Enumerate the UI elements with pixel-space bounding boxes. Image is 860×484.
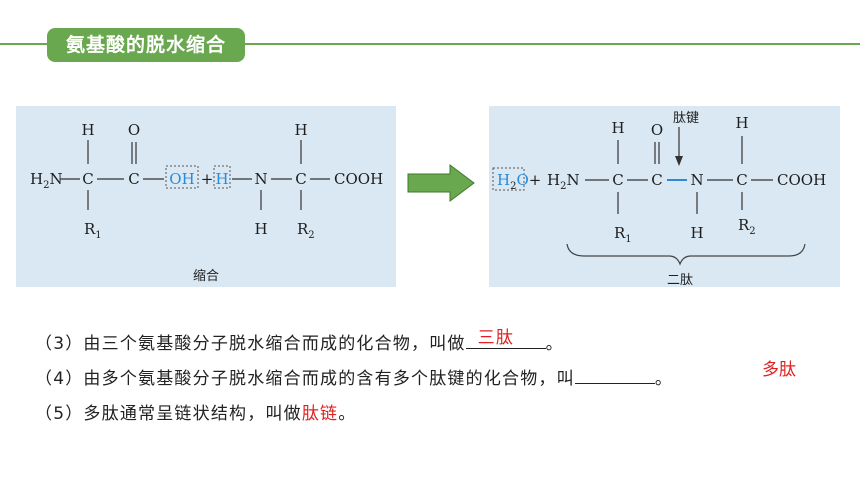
atom-n: N: [690, 171, 703, 189]
water-molecule: H2O: [497, 171, 529, 192]
statement-4: （4）由多个氨基酸分子脱水缩合而成的含有多个肽键的化合物，叫。: [35, 369, 674, 389]
statement-5-text: （5）多肽通常呈链状结构，叫做: [35, 404, 302, 424]
carboxyl-group: COOH: [334, 170, 383, 188]
atom-h-bottom: H: [254, 220, 267, 238]
atom-c1: C: [82, 170, 93, 188]
answer-3: 三肽: [477, 328, 515, 348]
statement-5: （5）多肽通常呈链状结构，叫做肽链。: [35, 404, 357, 424]
atom-c3: C: [736, 171, 747, 189]
reactants-diagram: H O H H2N C C OH + H N C COOH R1: [30, 121, 383, 284]
atom-h-top1: H: [81, 121, 94, 139]
panel-caption-condensation: 缩合: [193, 268, 219, 284]
statement-4-text: （4）由多个氨基酸分子脱水缩合而成的含有多个肽键的化合物，叫: [35, 369, 575, 389]
arrow-down-icon: [675, 156, 683, 166]
atom-o-top: O: [128, 121, 140, 139]
reaction-arrow-icon: [407, 164, 475, 202]
statement-3: （3）由三个氨基酸分子脱水缩合而成的化合物，叫做三肽。: [35, 328, 564, 354]
products-panel: 肽键 H O H H2O + H2N C C N C COOH: [489, 106, 840, 287]
atom-c3: C: [295, 170, 306, 188]
section-title: 氨基酸的脱水缩合: [47, 28, 245, 62]
peptide-bond-label: 肽键: [673, 111, 699, 126]
side-chain-r1: R1: [614, 224, 632, 245]
title-underline: [0, 43, 860, 45]
atom-h-top1: H: [611, 119, 624, 137]
atom-c2: C: [128, 170, 139, 188]
amino-group: H2N: [547, 171, 580, 192]
products-diagram: 肽键 H O H H2O + H2N C C N C COOH: [492, 111, 826, 287]
carboxyl-group: COOH: [777, 171, 826, 189]
amino-group: H2N: [30, 170, 63, 191]
side-chain-r2: R2: [738, 216, 756, 237]
panel-caption-dipeptide: 二肽: [667, 273, 693, 287]
atom-c2: C: [651, 171, 662, 189]
atom-h-top2: H: [735, 114, 748, 132]
hydrogen-atom: H: [215, 170, 228, 188]
side-chain-r1: R1: [84, 220, 102, 241]
answer-4: 多肽: [762, 360, 796, 380]
answer-5: 肽链: [301, 404, 339, 424]
reactants-panel: H O H H2N C C OH + H N C COOH R1: [16, 106, 396, 287]
side-chain-r2: R2: [297, 220, 315, 241]
plus-sign: +: [201, 170, 214, 188]
atom-o-top: O: [651, 121, 663, 139]
atom-h-top2: H: [294, 121, 307, 139]
answer-blank-3: 三肽: [465, 328, 546, 349]
atom-n: N: [254, 170, 267, 188]
hydroxyl-group: OH: [169, 170, 194, 188]
statement-3-text: （3）由三个氨基酸分子脱水缩合而成的化合物，叫做: [35, 334, 466, 354]
atom-c1: C: [612, 171, 623, 189]
dipeptide-brace: [566, 243, 806, 266]
answer-blank-4: [574, 383, 655, 384]
atom-h-bottom: H: [690, 224, 703, 242]
plus-sign: +: [529, 171, 542, 189]
